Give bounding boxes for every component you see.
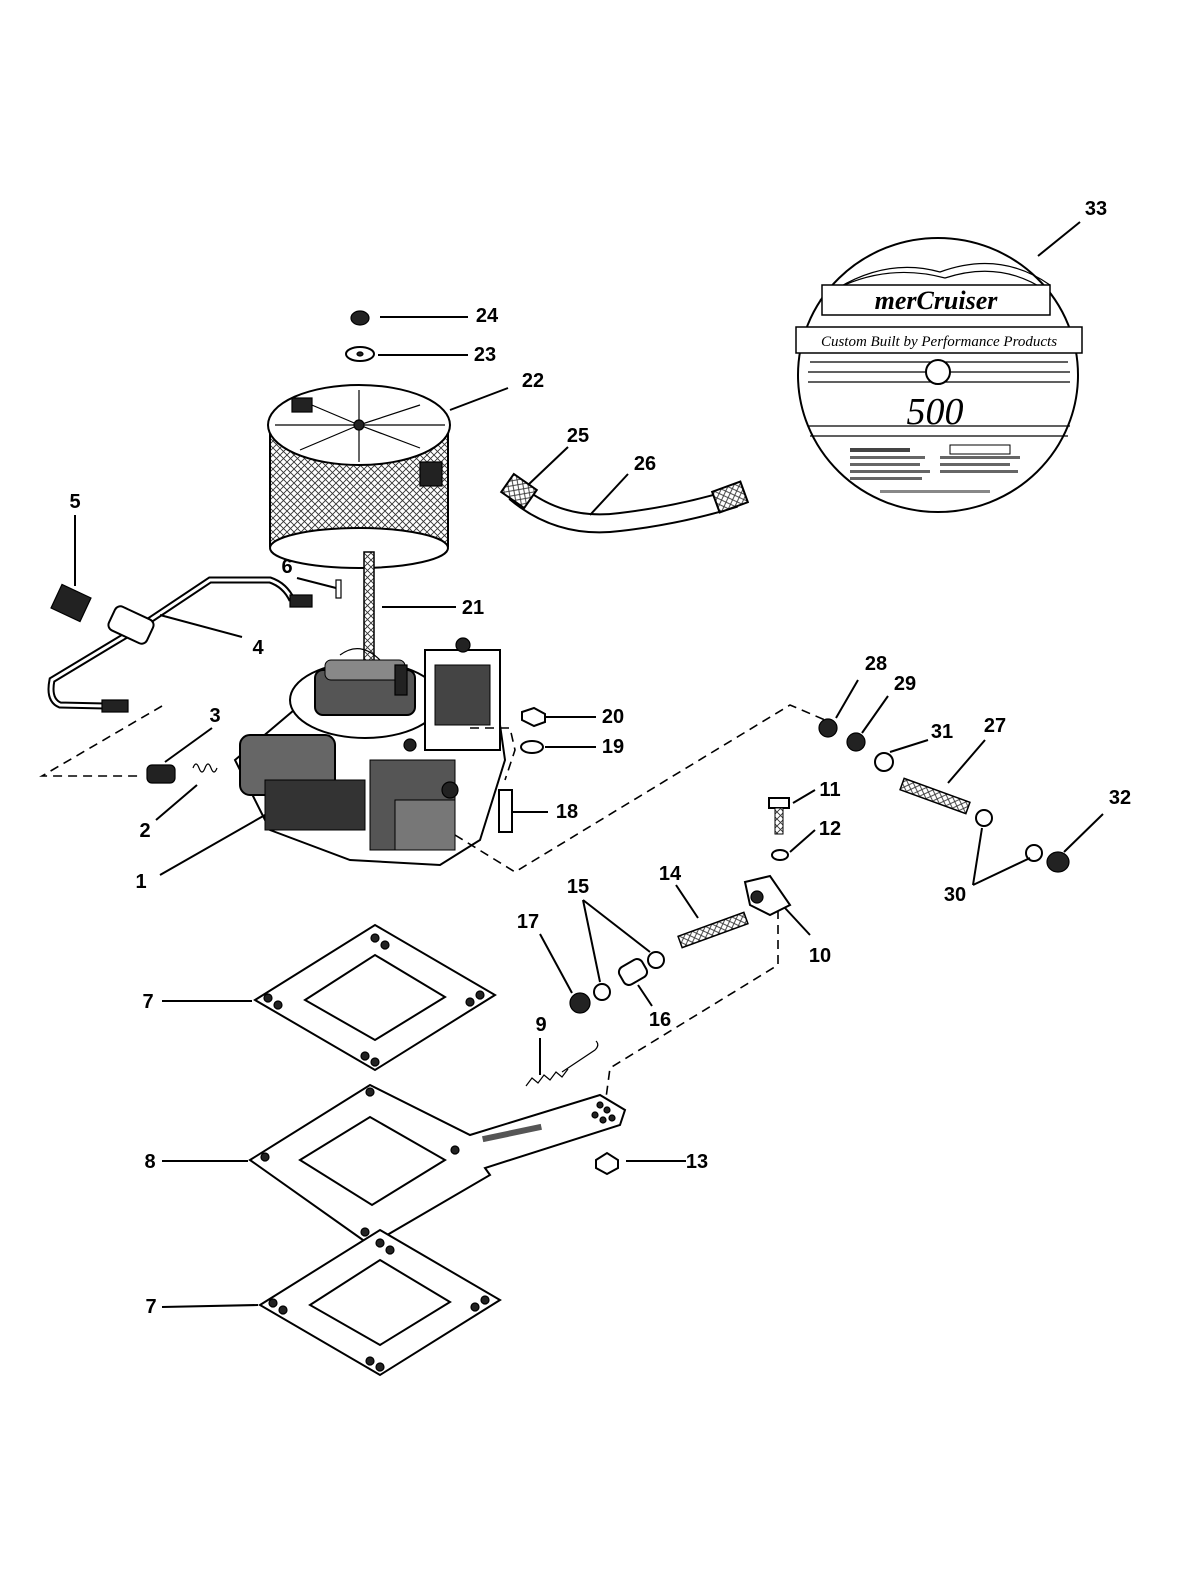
nut-13 — [595, 1151, 619, 1176]
leader-lines — [74, 221, 1104, 1308]
fitting-5 — [50, 583, 92, 623]
callout-5: 5 — [69, 491, 80, 513]
decal-tagline: Custom Built by Performance Products — [821, 334, 1057, 350]
gasket-7-bottom — [258, 1228, 502, 1377]
air-cleaner-22 — [267, 384, 451, 569]
callout-32: 32 — [1109, 787, 1131, 809]
callout-23: 23 — [474, 344, 496, 366]
callout-29: 29 — [894, 673, 916, 695]
callout-14: 14 — [659, 863, 682, 885]
callout-30: 30 — [944, 884, 966, 906]
washer-23 — [345, 346, 375, 362]
guide-line-d — [605, 910, 779, 1099]
washer-30 — [975, 809, 1043, 862]
callout-13: 13 — [686, 1151, 708, 1173]
callout-26: 26 — [634, 453, 656, 475]
callout-24: 24 — [476, 305, 499, 327]
callout-15: 15 — [567, 876, 589, 898]
spring-9 — [525, 1040, 599, 1087]
callout-20: 20 — [602, 706, 624, 728]
hose-25-26 — [499, 472, 750, 534]
callout-19: 19 — [602, 736, 624, 758]
decal-brand: merCruiser — [875, 286, 999, 315]
washer-15 — [593, 951, 665, 1001]
decal-model: 500 — [907, 391, 964, 433]
stud-27 — [899, 777, 971, 815]
callout-21: 21 — [462, 597, 484, 619]
callout-33: 33 — [1085, 198, 1107, 220]
stud-21 — [363, 551, 375, 665]
decal-33: merCruiser Custom Built by Performance P… — [795, 237, 1083, 513]
nut-32 — [1046, 851, 1070, 873]
callout-7a: 7 — [142, 991, 153, 1013]
washer-19 — [520, 740, 544, 754]
callout-2: 2 — [139, 820, 150, 842]
adapter-plate-8 — [248, 1083, 627, 1247]
pin-18 — [498, 789, 513, 833]
callout-27: 27 — [984, 715, 1006, 737]
pin-6 — [335, 579, 342, 599]
spacer-16 — [617, 958, 649, 986]
callout-7b: 7 — [145, 1296, 156, 1318]
callout-28: 28 — [865, 653, 887, 675]
nut-17 — [569, 992, 591, 1014]
stud-14 — [677, 911, 749, 949]
fuel-line-4 — [47, 576, 313, 713]
nut-29 — [846, 732, 866, 752]
guide-line-c — [470, 727, 516, 781]
callout-6: 6 — [281, 556, 292, 578]
callout-11: 11 — [819, 779, 840, 801]
guide-line-a — [39, 705, 163, 777]
callout-17: 17 — [517, 911, 539, 933]
callout-8: 8 — [144, 1151, 155, 1173]
bracket-10 — [743, 874, 792, 917]
gasket-7-top — [253, 923, 497, 1072]
plug-3 — [146, 764, 176, 784]
guide-line-b — [454, 704, 826, 873]
callout-25: 25 — [567, 425, 589, 447]
spring-2 — [192, 763, 218, 773]
callout-12: 12 — [819, 818, 841, 840]
callout-22: 22 — [522, 370, 544, 392]
nut-20 — [521, 706, 546, 728]
callout-31: 31 — [931, 721, 953, 743]
callout-labels: 33 24 23 22 25 26 5 6 21 4 3 20 19 18 2 … — [69, 198, 1131, 1318]
washer-12 — [771, 849, 789, 861]
callout-18: 18 — [556, 801, 578, 823]
callout-3: 3 — [209, 705, 220, 727]
wing-nut-24 — [350, 310, 370, 326]
bolt-11 — [768, 797, 790, 835]
nut-28 — [818, 718, 838, 738]
callout-1: 1 — [135, 871, 146, 893]
callout-9: 9 — [535, 1014, 546, 1036]
washer-31 — [874, 752, 894, 772]
callout-4: 4 — [252, 637, 264, 659]
callout-10: 10 — [809, 945, 831, 967]
carburetor-1 — [233, 637, 507, 867]
callout-16: 16 — [649, 1009, 671, 1031]
